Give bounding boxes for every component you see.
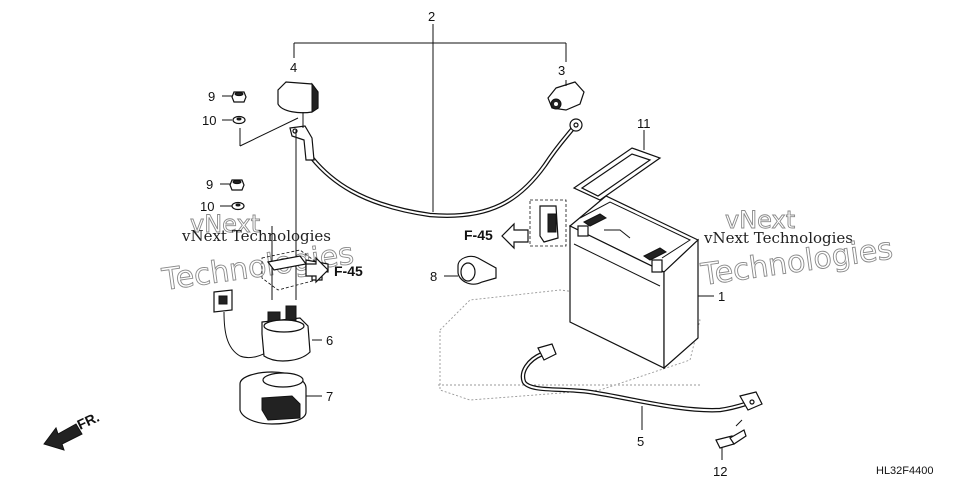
- terminal-cover-4: [277, 81, 319, 128]
- bracket-center: [529, 199, 567, 247]
- bolt-12: [715, 419, 747, 460]
- callout-12: 12: [713, 464, 727, 479]
- watermark-left: vNext vNext Technologies Technologies: [159, 210, 357, 299]
- starter-relay-6: [213, 289, 322, 362]
- callout-8: 8: [430, 269, 437, 284]
- washer-10-lower: [231, 201, 245, 211]
- callout-2: 2: [428, 9, 435, 24]
- watermark-right-top: vNext: [725, 206, 795, 234]
- watermark-right: vNext vNext Technologies Technologies: [698, 206, 896, 294]
- diagram-code: HL32F4400: [876, 465, 934, 477]
- nut-9-lower: [229, 179, 245, 191]
- callout-11: 11: [637, 116, 651, 131]
- battery-1: [568, 195, 714, 370]
- clamp-8: [444, 255, 497, 285]
- ref-arrow-left: [305, 256, 329, 284]
- ref-label-center: F-45: [464, 227, 493, 243]
- watermark-left-small: vNext Technologies: [181, 227, 331, 245]
- leader-2: [293, 24, 567, 212]
- callout-5: 5: [637, 434, 644, 449]
- watermark-left-top: vNext: [190, 210, 260, 238]
- terminal-cover-3: [547, 80, 585, 111]
- front-direction-label: FR.: [75, 409, 102, 433]
- callout-10-lower: 10: [200, 199, 214, 214]
- callout-9-lower: 9: [206, 177, 213, 192]
- callout-10-upper: 10: [202, 113, 216, 128]
- ref-label-left: F-45: [334, 263, 363, 279]
- callout-6: 6: [326, 333, 333, 348]
- front-direction-arrow: [43, 423, 83, 451]
- callout-7: 7: [326, 389, 333, 404]
- callout-1: 1: [718, 289, 725, 304]
- callout-4: 4: [290, 60, 297, 75]
- callout-9-upper: 9: [208, 89, 215, 104]
- washer-10-upper: [232, 115, 246, 125]
- positive-cable: [289, 118, 583, 218]
- leaders-left: [220, 95, 299, 300]
- ref-arrow-center: [501, 222, 529, 250]
- negative-cable-5: [520, 343, 763, 430]
- relay-holder-7: [239, 371, 322, 425]
- watermark-right-small: vNext Technologies: [703, 229, 853, 247]
- battery-band-11: [572, 130, 662, 201]
- callout-3: 3: [558, 63, 565, 78]
- nut-9-upper: [231, 91, 247, 103]
